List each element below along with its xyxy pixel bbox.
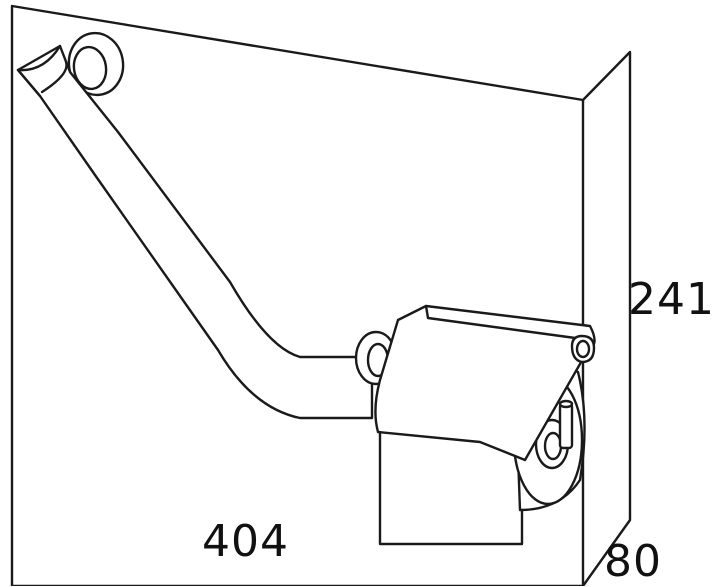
grab-bar [16, 44, 374, 420]
wall-panel [10, 4, 632, 586]
spindle-knob [558, 399, 574, 450]
height-dimension-label: 241 [628, 274, 713, 325]
cover-plate [374, 304, 596, 462]
width-dimension-label: 404 [202, 516, 289, 567]
upper-wall-flange [67, 31, 125, 97]
depth-dimension-label: 80 [604, 536, 662, 587]
